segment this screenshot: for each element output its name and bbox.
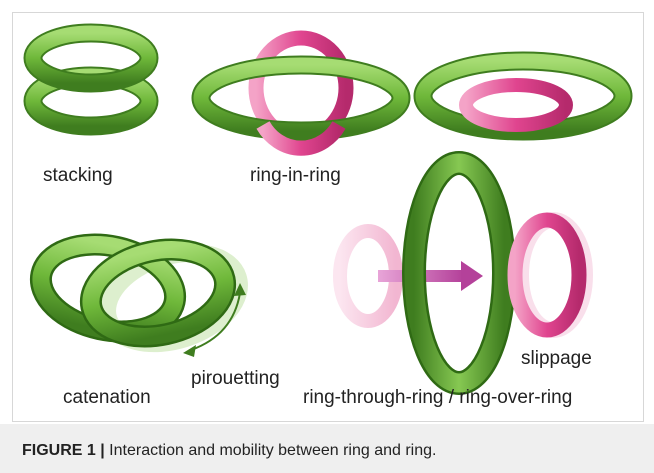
figure-number: FIGURE 1 | — [22, 442, 105, 459]
figure-frame: stacking ring-in-ring catenation pirouet… — [12, 12, 644, 422]
catenation-rings — [33, 233, 251, 359]
stacking-rings — [33, 33, 149, 126]
label-ring-in-ring: ring-in-ring — [250, 165, 341, 187]
label-stacking: stacking — [43, 165, 113, 187]
label-slippage: slippage — [521, 348, 592, 370]
figure-caption: FIGURE 1 | Interaction and mobility betw… — [22, 442, 436, 460]
caption-text: Interaction and mobility between ring an… — [109, 442, 436, 459]
nested-flat-rings — [423, 61, 623, 131]
label-catenation: catenation — [63, 387, 151, 409]
label-pirouetting: pirouetting — [191, 368, 280, 390]
ring-in-ring-rings — [201, 38, 401, 148]
label-ring-through-ring: ring-through-ring / ring-over-ring — [303, 387, 572, 409]
